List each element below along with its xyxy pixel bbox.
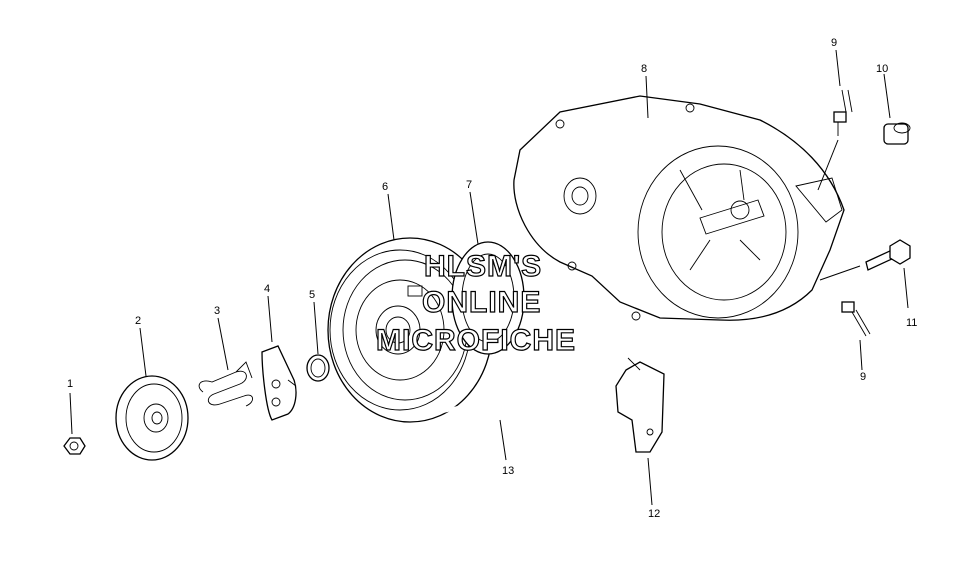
- callout-6: 6: [382, 181, 388, 193]
- callout-labels: 1 2 3 4 5 6 7 8 9 10 11 9 12 13: [67, 37, 917, 520]
- callout-5: 5: [309, 289, 315, 301]
- part-12-bracket[interactable]: [615, 357, 665, 453]
- part-13-rope[interactable]: [439, 380, 561, 414]
- part-11-bolt[interactable]: [865, 239, 911, 271]
- callout-12: 12: [648, 508, 660, 520]
- part-5-spring-ring[interactable]: [306, 354, 330, 382]
- callout-8: 8: [641, 63, 647, 75]
- watermark-line-2: ONLINE: [422, 286, 541, 319]
- leader-lines: [69, 49, 909, 506]
- part-9-rivet-lower[interactable]: [841, 301, 871, 337]
- callout-11: 11: [906, 317, 917, 329]
- callout-1: 1: [67, 378, 73, 390]
- watermark-line-3: MICROFICHE: [376, 324, 576, 357]
- callout-9-upper: 9: [831, 37, 837, 49]
- part-1-nut[interactable]: [63, 437, 86, 455]
- callout-4: 4: [264, 283, 270, 295]
- part-10-bushing[interactable]: [883, 122, 911, 145]
- part-7-spring-plate[interactable]: [451, 241, 525, 355]
- callout-7: 7: [466, 179, 472, 191]
- callout-9-lower: 9: [860, 371, 866, 383]
- part-2-disc[interactable]: [115, 375, 189, 461]
- part-8-housing[interactable]: [513, 95, 845, 321]
- callout-2: 2: [135, 315, 141, 327]
- part-3-spring-clip[interactable]: [198, 361, 253, 407]
- watermark: HLSM'S ONLINE MICROFICHE: [375, 249, 576, 357]
- part-4-pawl[interactable]: [261, 345, 297, 421]
- callout-13: 13: [502, 465, 514, 477]
- callout-10: 10: [876, 63, 888, 75]
- part-9-rivet-upper[interactable]: [833, 89, 853, 136]
- watermark-line-1: HLSM'S: [424, 250, 542, 283]
- callout-3: 3: [214, 305, 220, 317]
